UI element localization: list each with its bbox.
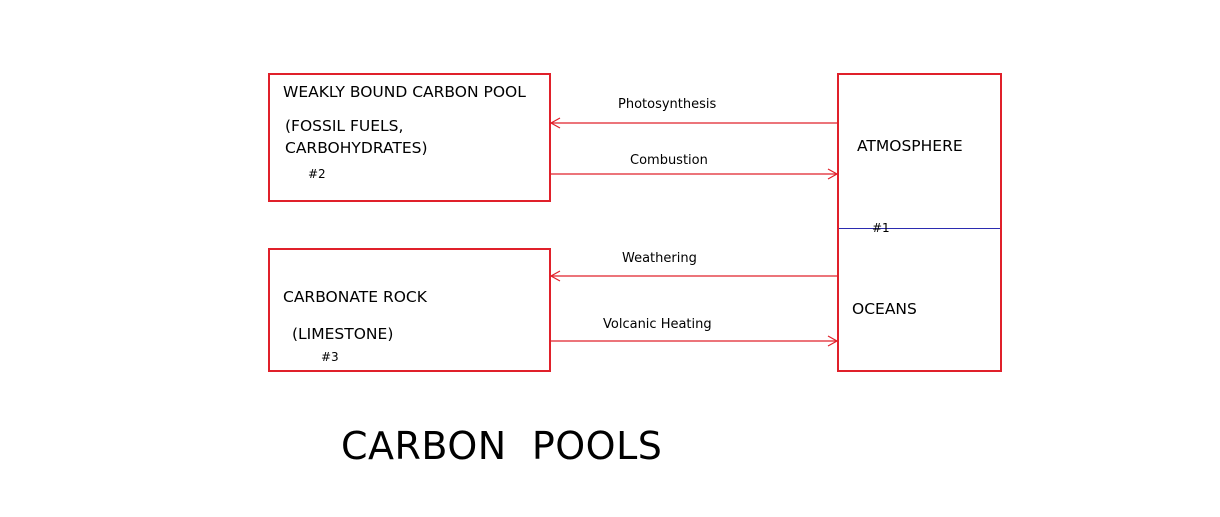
atmosphere-ocean-divider xyxy=(839,228,1000,229)
atmosphere-label: ATMOSPHERE xyxy=(857,137,963,155)
oceans-label: OCEANS xyxy=(852,300,917,318)
weathering-label: Weathering xyxy=(622,251,697,266)
carbonate-rock-pool-box: CARBONATE ROCK (LIMESTONE) #3 xyxy=(268,248,551,372)
weakly-bound-carbon-pool-box: WEAKLY BOUND CARBON POOL (FOSSIL FUELS, … xyxy=(268,73,551,202)
photosynthesis-label: Photosynthesis xyxy=(618,97,717,112)
carbonate-rock-pool-number: #3 xyxy=(321,350,339,364)
volcanic-heating-label: Volcanic Heating xyxy=(603,317,712,332)
weakly-bound-pool-examples-line1: (FOSSIL FUELS, xyxy=(285,117,404,135)
weakly-bound-pool-title: WEAKLY BOUND CARBON POOL xyxy=(283,83,526,101)
photosynthesis-arrow xyxy=(549,117,837,129)
volcanic-heating-arrow xyxy=(551,335,839,347)
carbonate-rock-pool-title: CARBONATE ROCK xyxy=(283,288,427,306)
atmosphere-oceans-pool-box: ATMOSPHERE #1 OCEANS xyxy=(837,73,1002,372)
carbonate-rock-pool-example: (LIMESTONE) xyxy=(292,325,394,343)
diagram-title: CARBON POOLS xyxy=(341,424,663,468)
weakly-bound-pool-examples-line2: CARBOHYDRATES) xyxy=(285,139,428,157)
combustion-arrow xyxy=(551,168,839,180)
combustion-label: Combustion xyxy=(630,153,708,168)
weakly-bound-pool-number: #2 xyxy=(308,167,326,181)
weathering-arrow xyxy=(549,270,837,282)
atmosphere-oceans-pool-number: #1 xyxy=(872,221,890,235)
